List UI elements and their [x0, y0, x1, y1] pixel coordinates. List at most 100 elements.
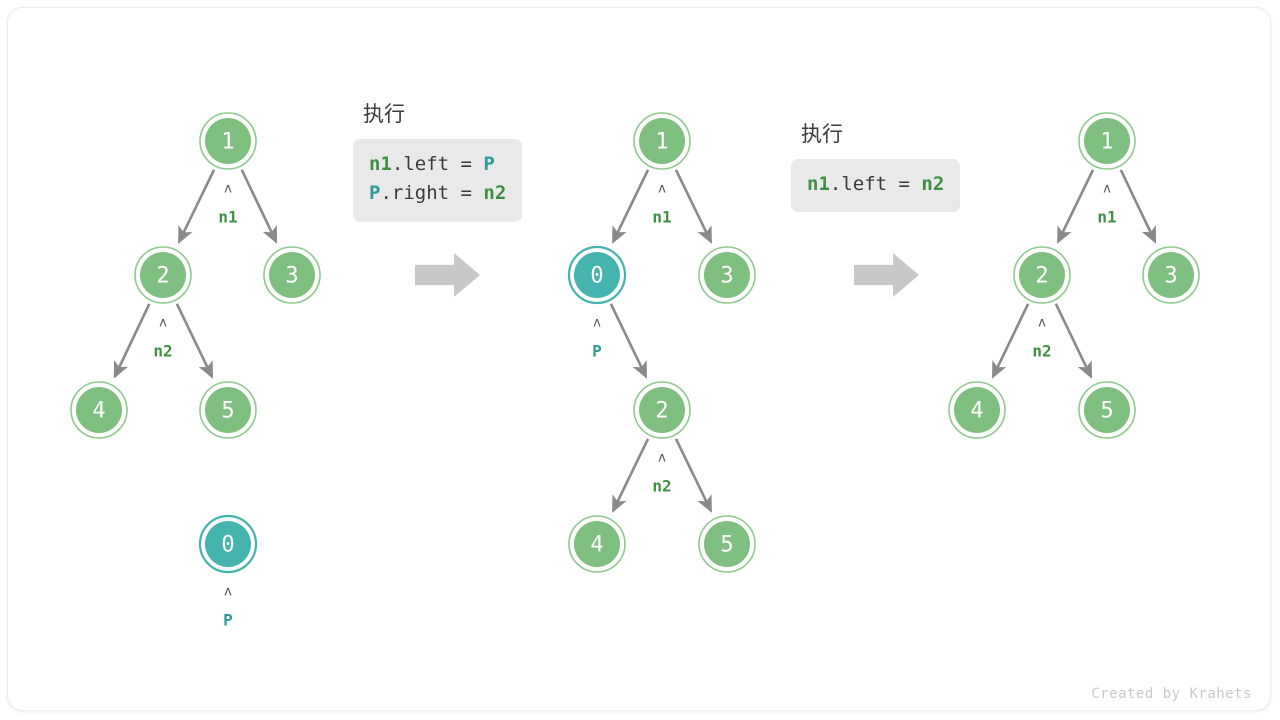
caret-icon: ʌ [593, 316, 601, 331]
pointer-name: P [592, 342, 602, 361]
code-variable: n2 [921, 173, 945, 195]
tree-node[interactable]: 2 [1013, 246, 1071, 304]
code-line: n1.left = P [369, 150, 506, 179]
node-outer-ring [633, 112, 691, 170]
tree-edge [611, 169, 650, 244]
node-value: 3 [285, 264, 298, 289]
pointer-label: ʌn2 [153, 316, 172, 361]
node-value: 2 [655, 399, 668, 424]
node-outer-ring [698, 246, 756, 304]
node-value: 5 [221, 399, 234, 424]
node-inner-ring [635, 114, 689, 168]
code-token: .right = [380, 182, 484, 205]
separator-arrow-1 [415, 253, 480, 297]
node-value: 5 [1100, 399, 1113, 424]
node-outer-ring [568, 515, 626, 573]
node-inner-ring [1144, 248, 1198, 302]
code-variable: P [483, 153, 495, 175]
code-line: P.right = n2 [369, 179, 506, 208]
code-box: n1.left = n2 [791, 159, 961, 213]
node-inner-ring [201, 114, 255, 168]
tree-edge [609, 303, 648, 379]
caret-icon: ʌ [658, 182, 666, 197]
node-outer-ring [199, 112, 257, 170]
step-heading: 执行 [363, 103, 405, 126]
node-inner-ring [265, 248, 319, 302]
node-value: 4 [590, 533, 603, 558]
tree-edge [1054, 303, 1093, 379]
tree-node[interactable]: 1 [199, 112, 257, 170]
node-outer-ring [948, 381, 1006, 439]
tree-node[interactable]: 4 [70, 381, 128, 439]
pointer-label: ʌ n1 [218, 182, 237, 227]
tree-node[interactable]: 1 [1078, 112, 1136, 170]
tree-node[interactable]: 1 [633, 112, 691, 170]
tree-node[interactable]: 4 [948, 381, 1006, 439]
step-heading: 执行 [801, 123, 843, 146]
separator-arrows-layer [415, 253, 919, 297]
caret-icon: ʌ [224, 182, 232, 197]
node-body [140, 252, 186, 298]
node-body [639, 118, 685, 164]
tree-edge [240, 169, 278, 244]
node-inner-ring [201, 517, 255, 571]
node-inner-ring [136, 248, 190, 302]
node-outer-ring [263, 246, 321, 304]
node-body [1148, 252, 1194, 298]
pointer-name: n2 [153, 342, 172, 361]
tree-node[interactable]: 2 [633, 381, 691, 439]
node-outer-ring [1078, 112, 1136, 170]
node-body [1084, 118, 1130, 164]
node-body [574, 521, 620, 567]
tree-node[interactable]: 3 [698, 246, 756, 304]
node-inner-ring [570, 517, 624, 571]
pointer-name: n1 [652, 208, 671, 227]
node-body [639, 387, 685, 433]
node-outer-ring [134, 246, 192, 304]
tree-edge [674, 169, 713, 244]
caret-icon: ʌ [658, 451, 666, 466]
node-value: 1 [655, 130, 668, 155]
tree-nodes-layer: 1 2 3 4 5 0 1 0 3 2 4 5 1 2 3 4 5 [70, 112, 1200, 574]
tree-node[interactable]: 3 [1142, 246, 1200, 304]
tree-edge [611, 438, 650, 513]
code-line: n1.left = n2 [807, 170, 944, 199]
tree-node[interactable]: 0 [198, 514, 258, 574]
node-value: 5 [720, 533, 733, 558]
tree-edge [1119, 169, 1157, 244]
tree-node[interactable]: 5 [1078, 381, 1136, 439]
node-inner-ring [950, 383, 1004, 437]
code-token: .left = [391, 153, 484, 175]
tree-node[interactable]: 5 [698, 515, 756, 573]
tree-node[interactable]: 4 [568, 515, 626, 573]
node-body [269, 252, 315, 298]
pointer-label: ʌ n2 [652, 451, 671, 496]
tree-edge [113, 303, 151, 379]
code-variable: n1 [369, 153, 392, 175]
node-value: 3 [1164, 264, 1177, 289]
pointer-name: n2 [652, 477, 671, 496]
node-body [704, 252, 750, 298]
node-outer-ring [698, 515, 756, 573]
tree-node[interactable]: 2 [134, 246, 192, 304]
node-inner-ring [72, 383, 126, 437]
tree-edge [1056, 169, 1095, 244]
tree-node[interactable]: 5 [199, 381, 257, 439]
node-inner-ring [1080, 383, 1134, 437]
code-token: .left = [829, 173, 922, 195]
pointer-name: n1 [218, 208, 237, 227]
tree-node[interactable]: 0 [567, 245, 627, 305]
caret-icon: ʌ [224, 585, 232, 600]
tree-node[interactable]: 3 [263, 246, 321, 304]
node-outer-ring [1013, 246, 1071, 304]
node-body [574, 252, 620, 298]
node-value: 1 [221, 130, 234, 155]
tree-edge [991, 303, 1030, 379]
code-variable: P [369, 182, 381, 205]
node-inner-ring [700, 517, 754, 571]
pointer-label: ʌn2 [1032, 316, 1051, 361]
node-outer-ring [70, 381, 128, 439]
code-variable: n1 [807, 173, 830, 195]
